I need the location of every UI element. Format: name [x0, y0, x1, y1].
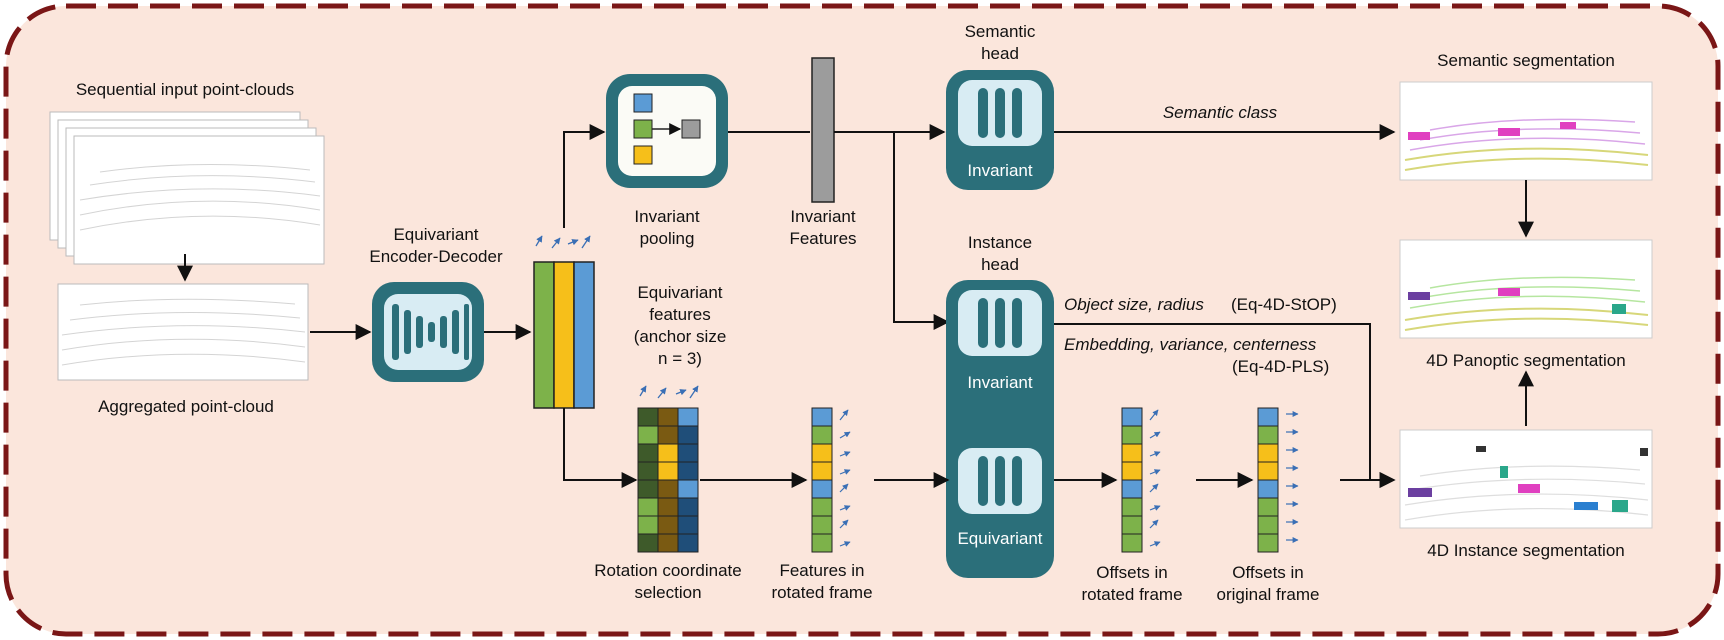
offsets-original-column	[1257, 407, 1279, 553]
offsets-original-label-2: original frame	[1217, 585, 1320, 604]
rotated-features-label-2: rotated frame	[771, 583, 872, 602]
rotation-anchor-icons	[535, 235, 591, 249]
rotated-features-column	[811, 407, 833, 553]
aggregated-point-cloud	[57, 283, 309, 381]
rotated-features-anchors	[839, 409, 851, 547]
sem-head-label-2: head	[981, 44, 1019, 63]
embedding-label: Embedding, variance, centerness	[1064, 335, 1317, 354]
sem-head-label-1: Semantic	[965, 22, 1036, 41]
embedding-ref: (Eq-4D-PLS)	[1232, 357, 1329, 376]
inv-features-label-2: Features	[789, 229, 856, 248]
encoder-label-1: Equivariant	[393, 225, 478, 244]
encoder-label-2: Encoder-Decoder	[369, 247, 503, 266]
object-size-ref: (Eq-4D-StOP)	[1231, 295, 1337, 314]
outer-frame	[3, 3, 1721, 637]
instance-seg-label: 4D Instance segmentation	[1427, 541, 1625, 560]
semantic-head-block	[946, 70, 1054, 190]
panoptic-seg-image	[1399, 239, 1653, 339]
semantic-class-label: Semantic class	[1163, 103, 1278, 122]
aggregated-label: Aggregated point-cloud	[98, 397, 274, 416]
offsets-rotated-label-1: Offsets in	[1096, 563, 1168, 582]
inv-pooling-label-1: Invariant	[634, 207, 699, 226]
panoptic-seg-label: 4D Panoptic segmentation	[1426, 351, 1625, 370]
instance-head-block	[946, 280, 1054, 578]
inv-features-label-1: Invariant	[790, 207, 855, 226]
offsets-original-anchors	[1286, 411, 1299, 543]
sem-head-invariant-label: Invariant	[967, 161, 1032, 180]
instance-seg-image	[1399, 429, 1653, 529]
offsets-rotated-anchors	[1149, 409, 1161, 547]
eq-features-label-2: features	[649, 305, 710, 324]
inv-pooling-label-2: pooling	[640, 229, 695, 248]
eq-features-label-4: n = 3)	[658, 349, 702, 368]
offsets-rotated-label-2: rotated frame	[1081, 585, 1182, 604]
semantic-seg-label: Semantic segmentation	[1437, 51, 1615, 70]
offsets-rotated-column	[1121, 407, 1143, 553]
inst-head-label-2: head	[981, 255, 1019, 274]
sequential-input-label: Sequential input point-clouds	[76, 80, 294, 99]
invariant-feature-bar	[811, 57, 835, 203]
equivariant-feature-columns	[533, 261, 595, 409]
encoder-decoder-block	[372, 282, 484, 382]
invariant-pooling-block	[606, 74, 728, 188]
rotated-features-label-1: Features in	[779, 561, 864, 580]
inst-head-invariant-label: Invariant	[967, 373, 1032, 392]
arrow-to-rotation-selection	[563, 408, 638, 488]
offsets-original-label-1: Offsets in	[1232, 563, 1304, 582]
eq-features-label-1: Equivariant	[637, 283, 722, 302]
rotation-selection-label-1: Rotation coordinate	[594, 561, 741, 580]
inst-head-label-1: Instance	[968, 233, 1032, 252]
grid-anchor-icons	[639, 385, 699, 399]
object-size-label: Object size, radius	[1064, 295, 1204, 314]
arrow-to-inv-pooling	[563, 124, 606, 228]
semantic-seg-image	[1399, 81, 1653, 181]
rotation-selection-label-2: selection	[634, 583, 701, 602]
arrow-feat-to-inst-head	[893, 132, 950, 330]
eq-features-label-3: (anchor size	[634, 327, 727, 346]
inst-head-equivariant-label: Equivariant	[957, 529, 1042, 548]
sequential-point-clouds	[49, 111, 325, 265]
rotation-selection-grid	[637, 407, 699, 553]
